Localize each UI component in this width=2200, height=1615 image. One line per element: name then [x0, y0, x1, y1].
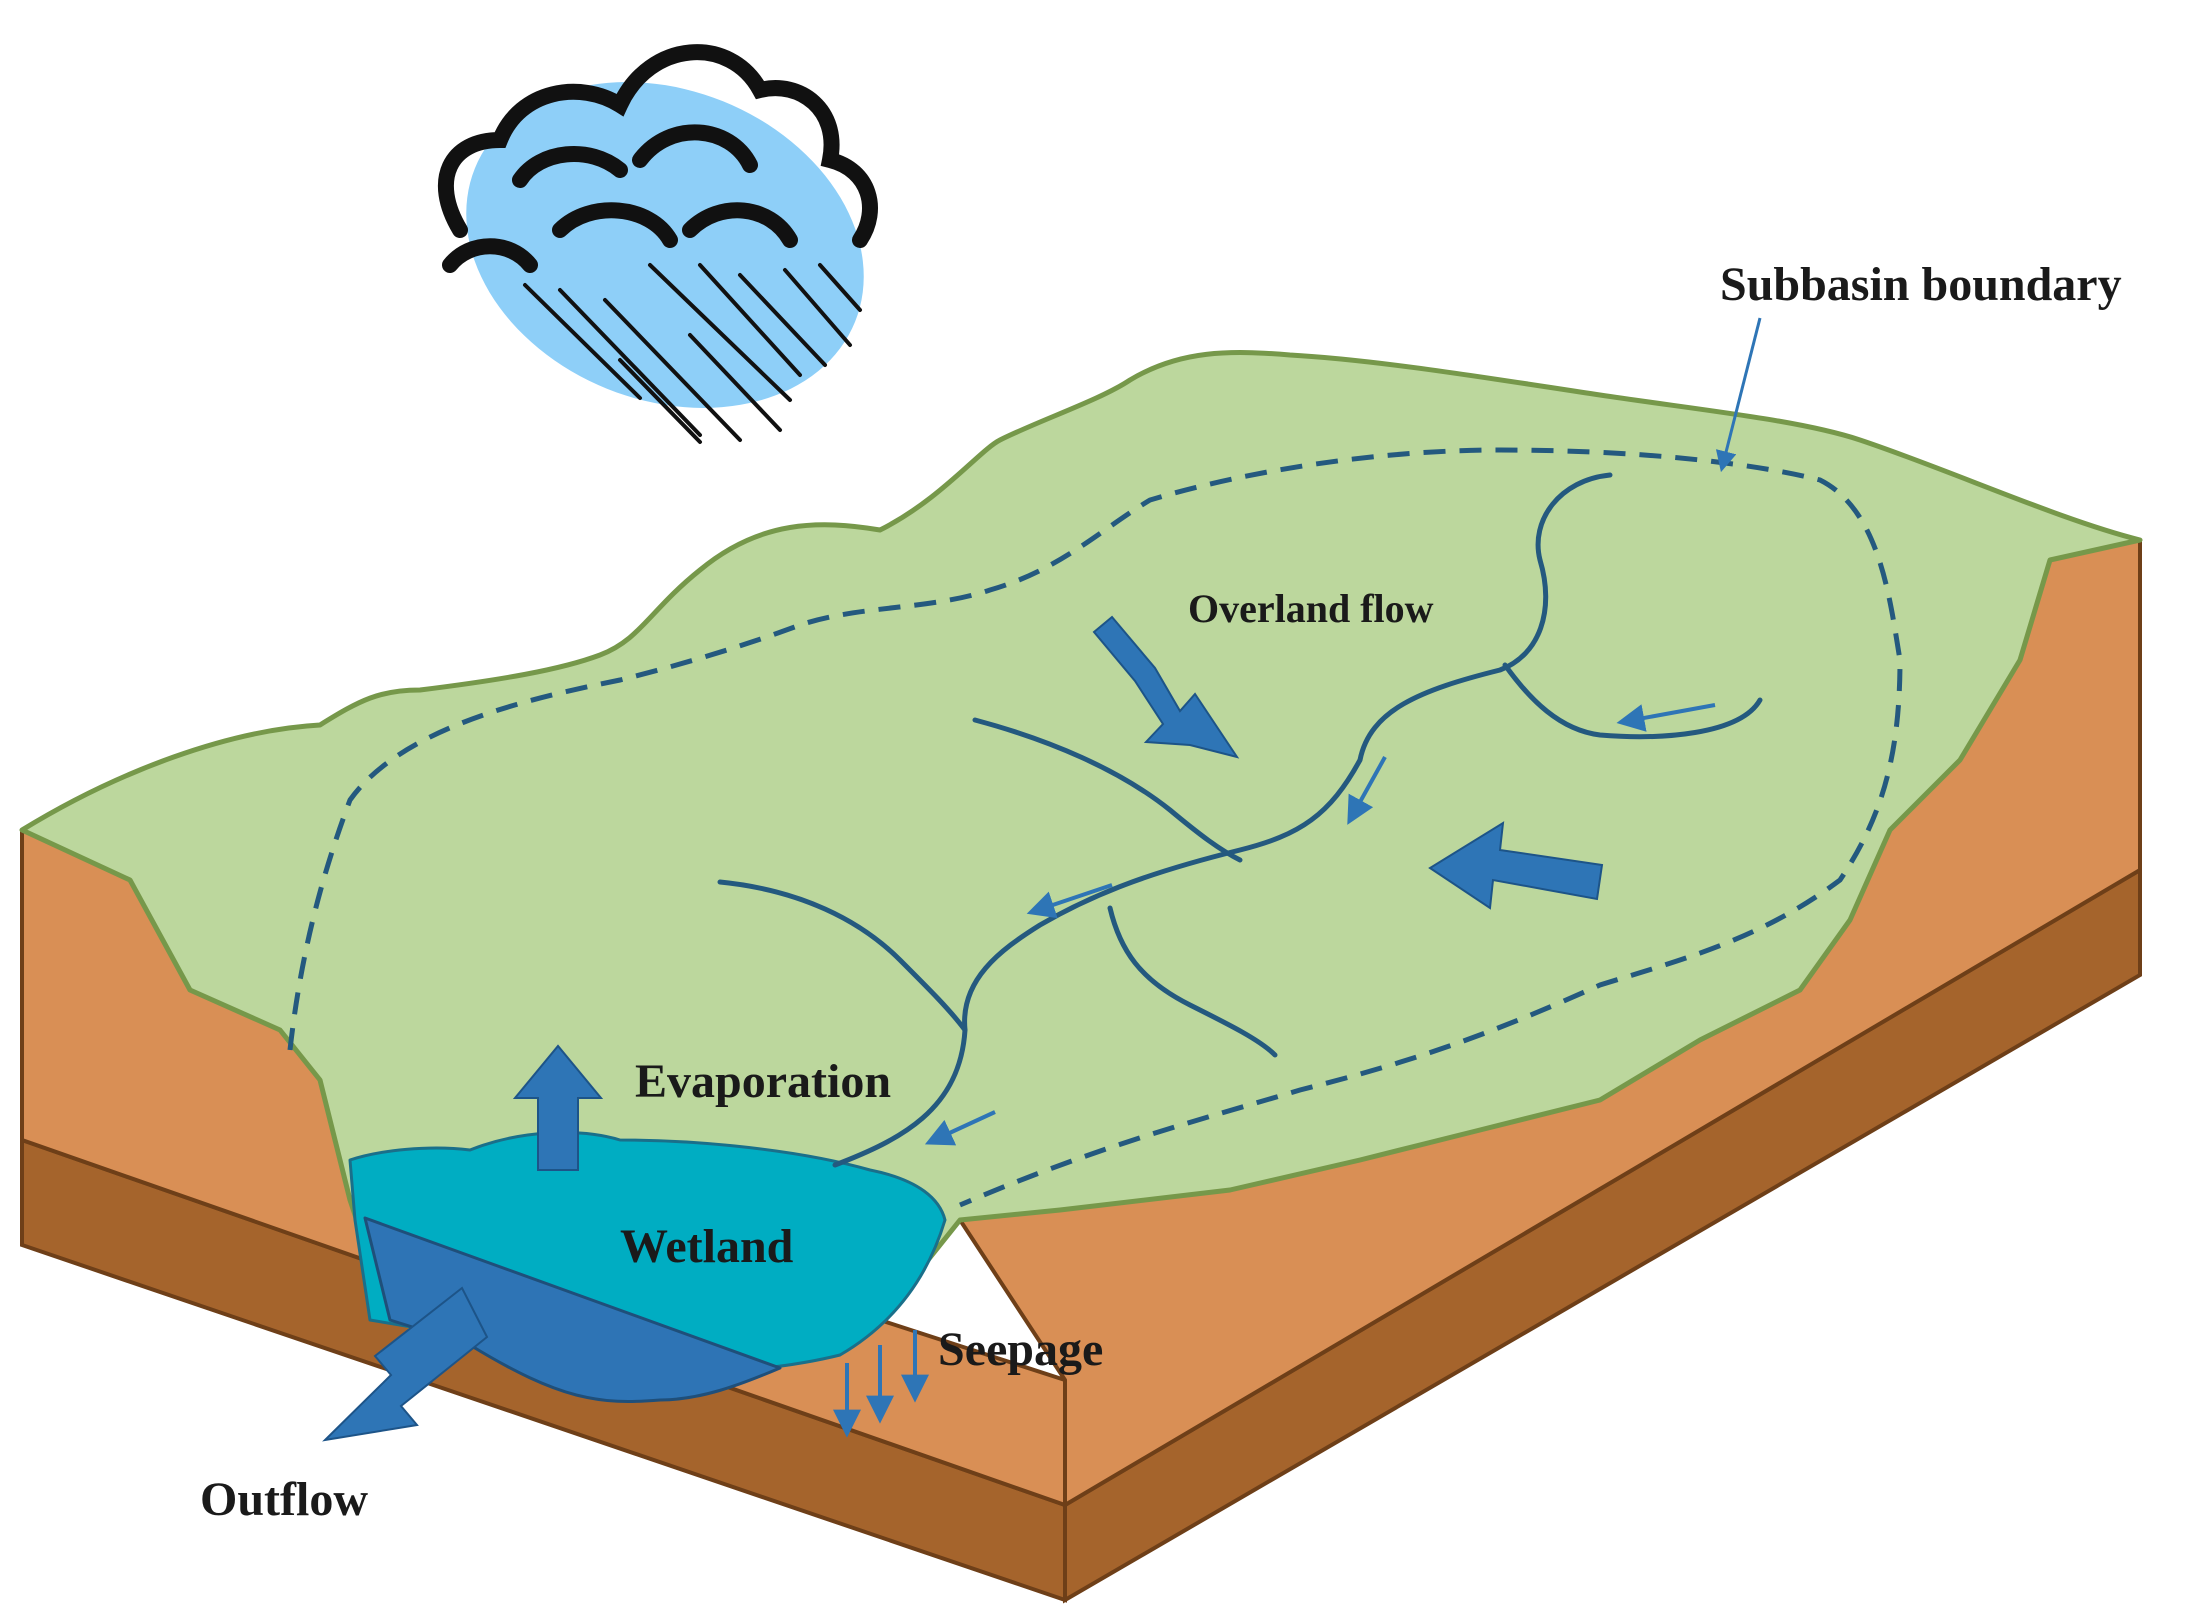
- tributary-lower: [1107, 905, 1278, 1058]
- tributary-upper-left: [972, 717, 1243, 863]
- stream-network: [717, 472, 1763, 1168]
- seepage-label: Seepage: [938, 1323, 1103, 1376]
- flow-direction-arrows: [924, 703, 1716, 1146]
- outflow-arrow: [322, 1286, 489, 1442]
- flow-arrow-right-tributary: [1616, 703, 1716, 732]
- overland-flow-label: Overland flow: [1188, 586, 1434, 631]
- flow-arrow-main-upper: [1347, 756, 1387, 825]
- rain-cloud-icon: [437, 44, 878, 444]
- cloud-puffs: [437, 44, 878, 273]
- outflow-label: Outflow: [200, 1473, 368, 1526]
- tributary-left: [717, 879, 968, 1033]
- process-arrows: [322, 615, 1604, 1442]
- evaporation-arrow: [512, 1044, 604, 1171]
- rain-streaks: [523, 263, 862, 444]
- flow-arrow-main-middle: [1026, 883, 1113, 919]
- overland-flow-arrow-upper: [1092, 615, 1240, 759]
- wetland-section: [363, 1216, 782, 1403]
- evaporation-label: Evaporation: [635, 1055, 891, 1108]
- wetland: [348, 1131, 947, 1403]
- wetland-label: Wetland: [620, 1220, 794, 1273]
- overland-flow-arrow-right: [1428, 821, 1604, 910]
- subbasin-boundary-line: [287, 447, 1903, 1208]
- seepage-arrows: [833, 1330, 929, 1438]
- subbasin-boundary-label: Subbasin boundary: [1720, 258, 2122, 311]
- tributary-right: [1502, 662, 1763, 740]
- subbasin-boundary-pointer: [1715, 317, 1762, 473]
- flow-arrow-main-lower: [924, 1110, 996, 1146]
